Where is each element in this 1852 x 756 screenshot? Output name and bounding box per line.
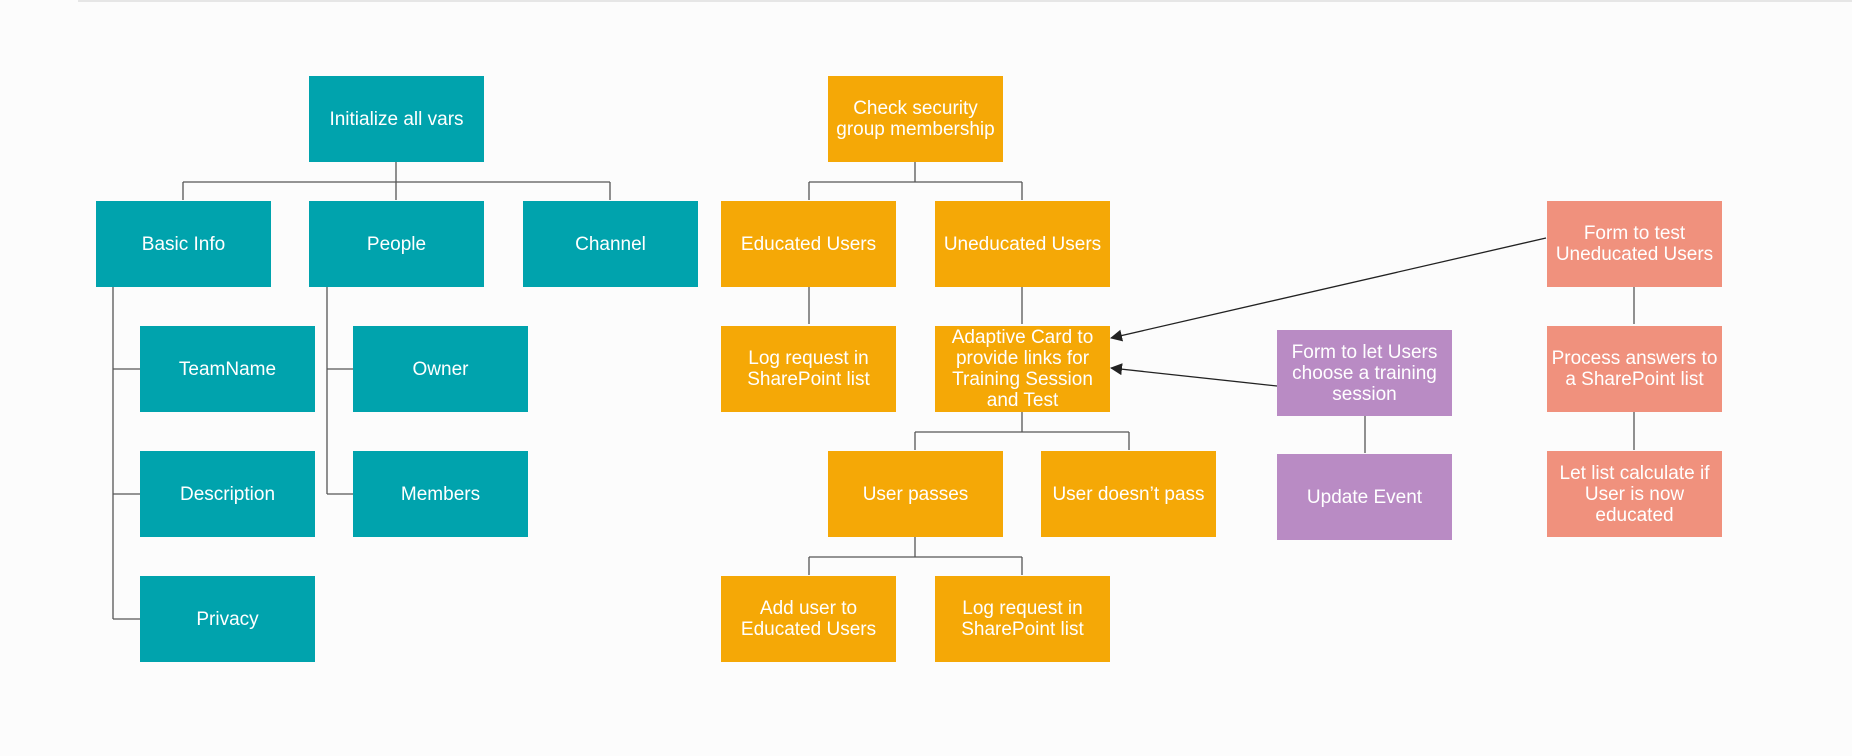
- node-basic-info: Basic Info: [96, 201, 271, 287]
- arrow-form-test-to-card: [1110, 237, 1547, 342]
- node-update-event: Update Event: [1277, 454, 1452, 540]
- amber-connectors: [808, 162, 1130, 575]
- node-form-test: Form to test Uneducated Users: [1547, 201, 1722, 287]
- node-teamname: TeamName: [140, 326, 315, 412]
- node-log-request-2: Log request in SharePoint list: [935, 576, 1110, 662]
- connector-root-to-children: [182, 162, 611, 200]
- node-adaptive-card: Adaptive Card to provide links for Train…: [935, 326, 1110, 412]
- node-user-doesnt-pass: User doesn’t pass: [1041, 451, 1216, 537]
- node-people: People: [309, 201, 484, 287]
- node-initialize-all-vars: Initialize all vars: [309, 76, 484, 162]
- node-user-passes: User passes: [828, 451, 1003, 537]
- node-educated-users: Educated Users: [721, 201, 896, 287]
- top-border: [78, 0, 1852, 2]
- node-check-security-group: Check security group membership: [828, 76, 1003, 162]
- node-log-request-1: Log request in SharePoint list: [721, 326, 896, 412]
- node-form-training: Form to let Users choose a training sess…: [1277, 330, 1452, 416]
- node-privacy: Privacy: [140, 576, 315, 662]
- node-add-user: Add user to Educated Users: [721, 576, 896, 662]
- node-owner: Owner: [353, 326, 528, 412]
- teal-connectors: [112, 162, 611, 620]
- connector-people-children: [326, 287, 353, 495]
- arrow-connectors: [1110, 237, 1547, 387]
- node-description: Description: [140, 451, 315, 537]
- node-channel: Channel: [523, 201, 698, 287]
- arrow-form-training-to-card: [1110, 363, 1278, 387]
- node-members: Members: [353, 451, 528, 537]
- node-uneducated-users: Uneducated Users: [935, 201, 1110, 287]
- connector-card-children: [914, 412, 1130, 450]
- connector-basic-info-children: [112, 287, 140, 620]
- connector-security-children: [808, 162, 1023, 200]
- node-process-answers: Process answers to a SharePoint list: [1547, 326, 1722, 412]
- connector-passes-children: [808, 537, 1023, 575]
- node-let-list-calculate: Let list calculate if User is now educat…: [1547, 451, 1722, 537]
